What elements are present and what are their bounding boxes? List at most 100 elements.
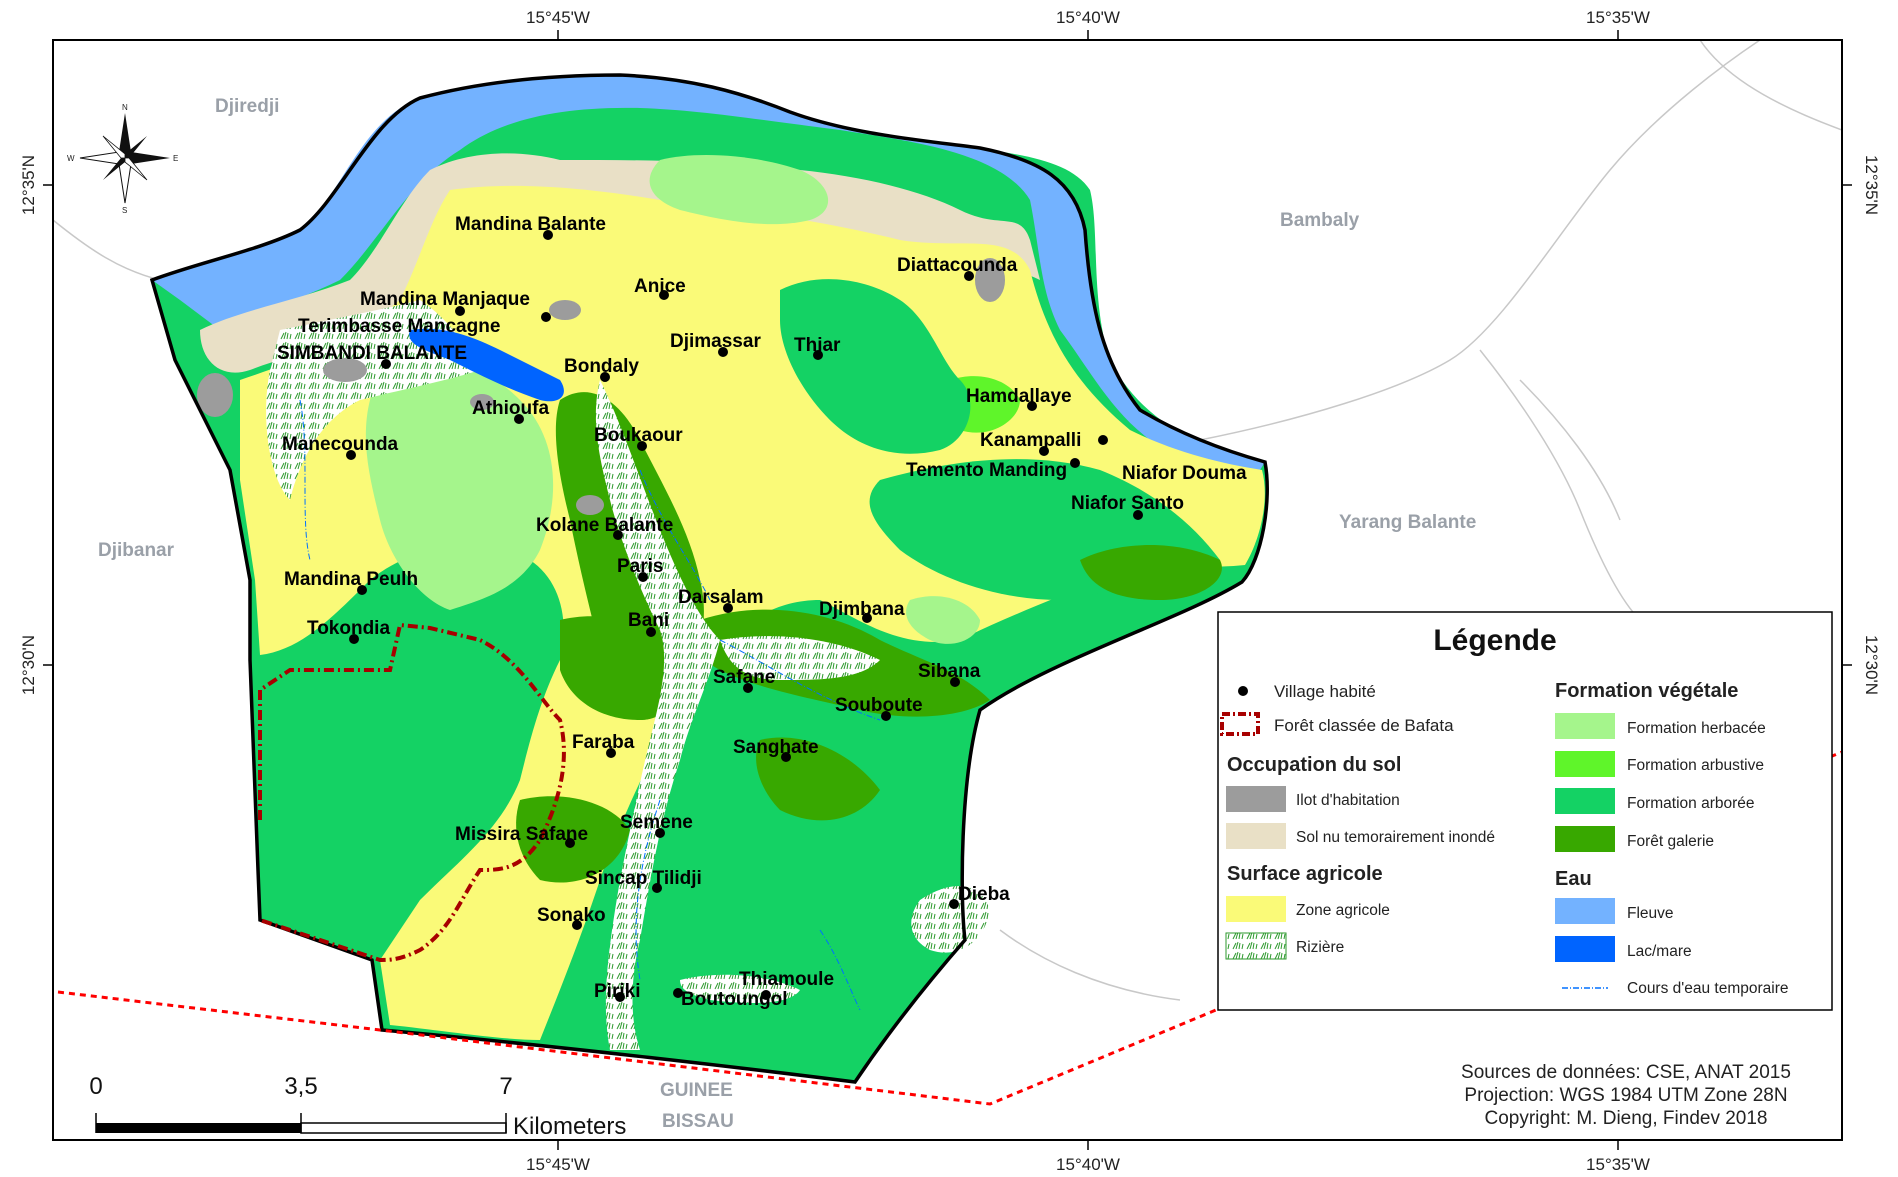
compass-n: N bbox=[122, 103, 128, 112]
legend-title: Légende bbox=[1433, 624, 1556, 657]
commune-border bbox=[149, 73, 1269, 1084]
village-label-darsalam: Darsalam bbox=[678, 587, 764, 608]
village-label-sibana: Sibana bbox=[918, 661, 981, 682]
village-label-mandina-manjaque: Mandina Manjaque bbox=[360, 289, 530, 310]
legend-eau-title: Eau bbox=[1555, 868, 1592, 890]
village-label-boutoungol: Boutoungol bbox=[681, 989, 788, 1010]
region-djiredji: Djiredji bbox=[215, 96, 279, 117]
guinea-bissau-border bbox=[57, 750, 1842, 1106]
coord-right-1: 12°35'N bbox=[1862, 155, 1881, 215]
village-marker-anice bbox=[659, 290, 669, 300]
village-marker-thiar bbox=[813, 350, 823, 360]
village-label-thiar: Thiar bbox=[794, 335, 841, 356]
legend-village-icon bbox=[1238, 686, 1248, 696]
legend: Légende Village habité Forêt classée de … bbox=[1217, 611, 1833, 1011]
village-label-athioufa: Athioufa bbox=[472, 398, 549, 419]
legend-ilot-label: Ilot d'habitation bbox=[1296, 792, 1400, 809]
village-label-terimbasse-mancagne: Terimbasse Mancagne bbox=[298, 316, 500, 337]
village-marker-thiamoule bbox=[761, 990, 771, 1000]
coord-bottom-2: 15°40'W bbox=[1056, 1155, 1120, 1174]
neighbour-boundaries bbox=[53, 40, 1842, 1001]
compass-w: W bbox=[67, 154, 75, 163]
village-marker-dieba bbox=[949, 899, 959, 909]
legend-foret-classee-swatch bbox=[1220, 712, 1260, 736]
village-label-kolane-balante: Kolane Balante bbox=[536, 515, 673, 536]
region-djibanar: Djibanar bbox=[98, 540, 175, 561]
coord-left-1: 12°35'N bbox=[19, 155, 38, 215]
village-label-sincap-tilidji: Sincap Tilidji bbox=[585, 868, 702, 889]
village-label-thiamoule: Thiamoule bbox=[739, 969, 834, 990]
legend-ilot-swatch bbox=[1226, 786, 1286, 812]
village-marker-piriki bbox=[615, 992, 625, 1002]
legend-formation-title: Formation végétale bbox=[1555, 680, 1738, 702]
village-label-manecounda: Manecounda bbox=[282, 434, 399, 455]
village-marker-athioufa bbox=[514, 414, 524, 424]
village-marker-kolane-balante bbox=[613, 530, 623, 540]
village-marker-boukaour bbox=[637, 441, 647, 451]
legend-arboree-label: Formation arborée bbox=[1627, 795, 1755, 812]
scale-unit: Kilometers bbox=[513, 1113, 626, 1140]
legend-arbustive-swatch bbox=[1555, 751, 1615, 777]
foret-classee-boundary bbox=[258, 622, 566, 963]
village-label-djimbana: Djimbana bbox=[819, 599, 905, 620]
credits-sources: Sources de données: CSE, ANAT 2015 bbox=[1461, 1062, 1791, 1083]
village-label-faraba: Faraba bbox=[572, 732, 635, 753]
legend-surface-title: Surface agricole bbox=[1227, 863, 1383, 885]
zone-riziere-2 bbox=[595, 380, 720, 1050]
zone-ilot-habitation bbox=[197, 258, 1005, 515]
legend-fleuve-swatch bbox=[1555, 898, 1615, 924]
coord-right-2: 12°30'N bbox=[1862, 635, 1881, 695]
zone-riziere-4 bbox=[911, 886, 990, 953]
frame-ticks bbox=[43, 30, 1852, 1150]
village-label-bani: Bani bbox=[628, 610, 669, 631]
village-marker-djimassar bbox=[718, 347, 728, 357]
village-label-dieba: Dieba bbox=[958, 884, 1010, 905]
zone-foret-galerie-4 bbox=[1080, 545, 1222, 600]
village-label-temento-manding: Temento Manding bbox=[906, 460, 1067, 481]
village-marker-boutoungol bbox=[673, 988, 683, 998]
zone-sol-nu bbox=[200, 153, 1040, 373]
legend-riziere-label: Rizière bbox=[1296, 939, 1344, 956]
legend-zone-agricole-label: Zone agricole bbox=[1296, 902, 1390, 919]
village-marker-souboute bbox=[881, 711, 891, 721]
village-label-bondaly: Bondaly bbox=[564, 356, 639, 377]
zone-herbacee bbox=[365, 356, 554, 610]
village-marker-semene bbox=[655, 828, 665, 838]
legend-herbacee-label: Formation herbacée bbox=[1627, 720, 1766, 737]
village-marker-diattacounda bbox=[964, 271, 974, 281]
coord-bottom-1: 15°45'W bbox=[526, 1155, 590, 1174]
scale-tick-0: 0 bbox=[89, 1073, 102, 1100]
zone-herbacee-3 bbox=[906, 596, 980, 644]
zone-foret-galerie-2 bbox=[560, 616, 683, 720]
village-marker-mandina-manjaque bbox=[455, 306, 465, 316]
village-marker-terimbasse-mancagne bbox=[541, 312, 551, 322]
zone-herbacee-2 bbox=[649, 155, 829, 225]
village-label-souboute: Souboute bbox=[835, 695, 923, 716]
village-label-djimassar: Djimassar bbox=[670, 331, 761, 352]
village-marker-bani bbox=[646, 627, 656, 637]
village-marker-temento-manding bbox=[1070, 458, 1080, 468]
credits-projection: Projection: WGS 1984 UTM Zone 28N bbox=[1464, 1085, 1787, 1106]
village-label-missira-safane: Missira Safane bbox=[455, 824, 588, 845]
scale-bar-black-segment bbox=[96, 1123, 301, 1133]
legend-riziere-swatch bbox=[1225, 932, 1287, 960]
legend-occupation-title: Occupation du sol bbox=[1227, 754, 1401, 776]
village-marker-darsalam bbox=[723, 603, 733, 613]
village-label-sonako: Sonako bbox=[537, 905, 606, 926]
credits-copyright: Copyright: M. Dieng, Findev 2018 bbox=[1484, 1108, 1767, 1129]
village-marker-sanghate bbox=[781, 752, 791, 762]
zone-riziere-3 bbox=[720, 636, 880, 680]
legend-zone-agricole-swatch bbox=[1226, 896, 1286, 922]
village-label-kanampalli: Kanampalli bbox=[980, 430, 1081, 451]
village-layer: Mandina BalanteAniceDiattacoundaMandina … bbox=[277, 214, 1247, 1010]
village-marker-sonako bbox=[572, 920, 582, 930]
village-marker-kanampalli bbox=[1039, 446, 1049, 456]
village-marker-niafor-douma bbox=[1098, 435, 1108, 445]
village-label-safane: Safane bbox=[713, 667, 775, 688]
legend-foret-galerie-swatch bbox=[1555, 826, 1615, 852]
village-marker-djimbana bbox=[862, 613, 872, 623]
zone-arboree-north bbox=[780, 279, 971, 454]
legend-foret-galerie-label: Forêt galerie bbox=[1627, 833, 1714, 850]
village-marker-missira-safane bbox=[565, 838, 575, 848]
compass-s: S bbox=[122, 206, 127, 215]
